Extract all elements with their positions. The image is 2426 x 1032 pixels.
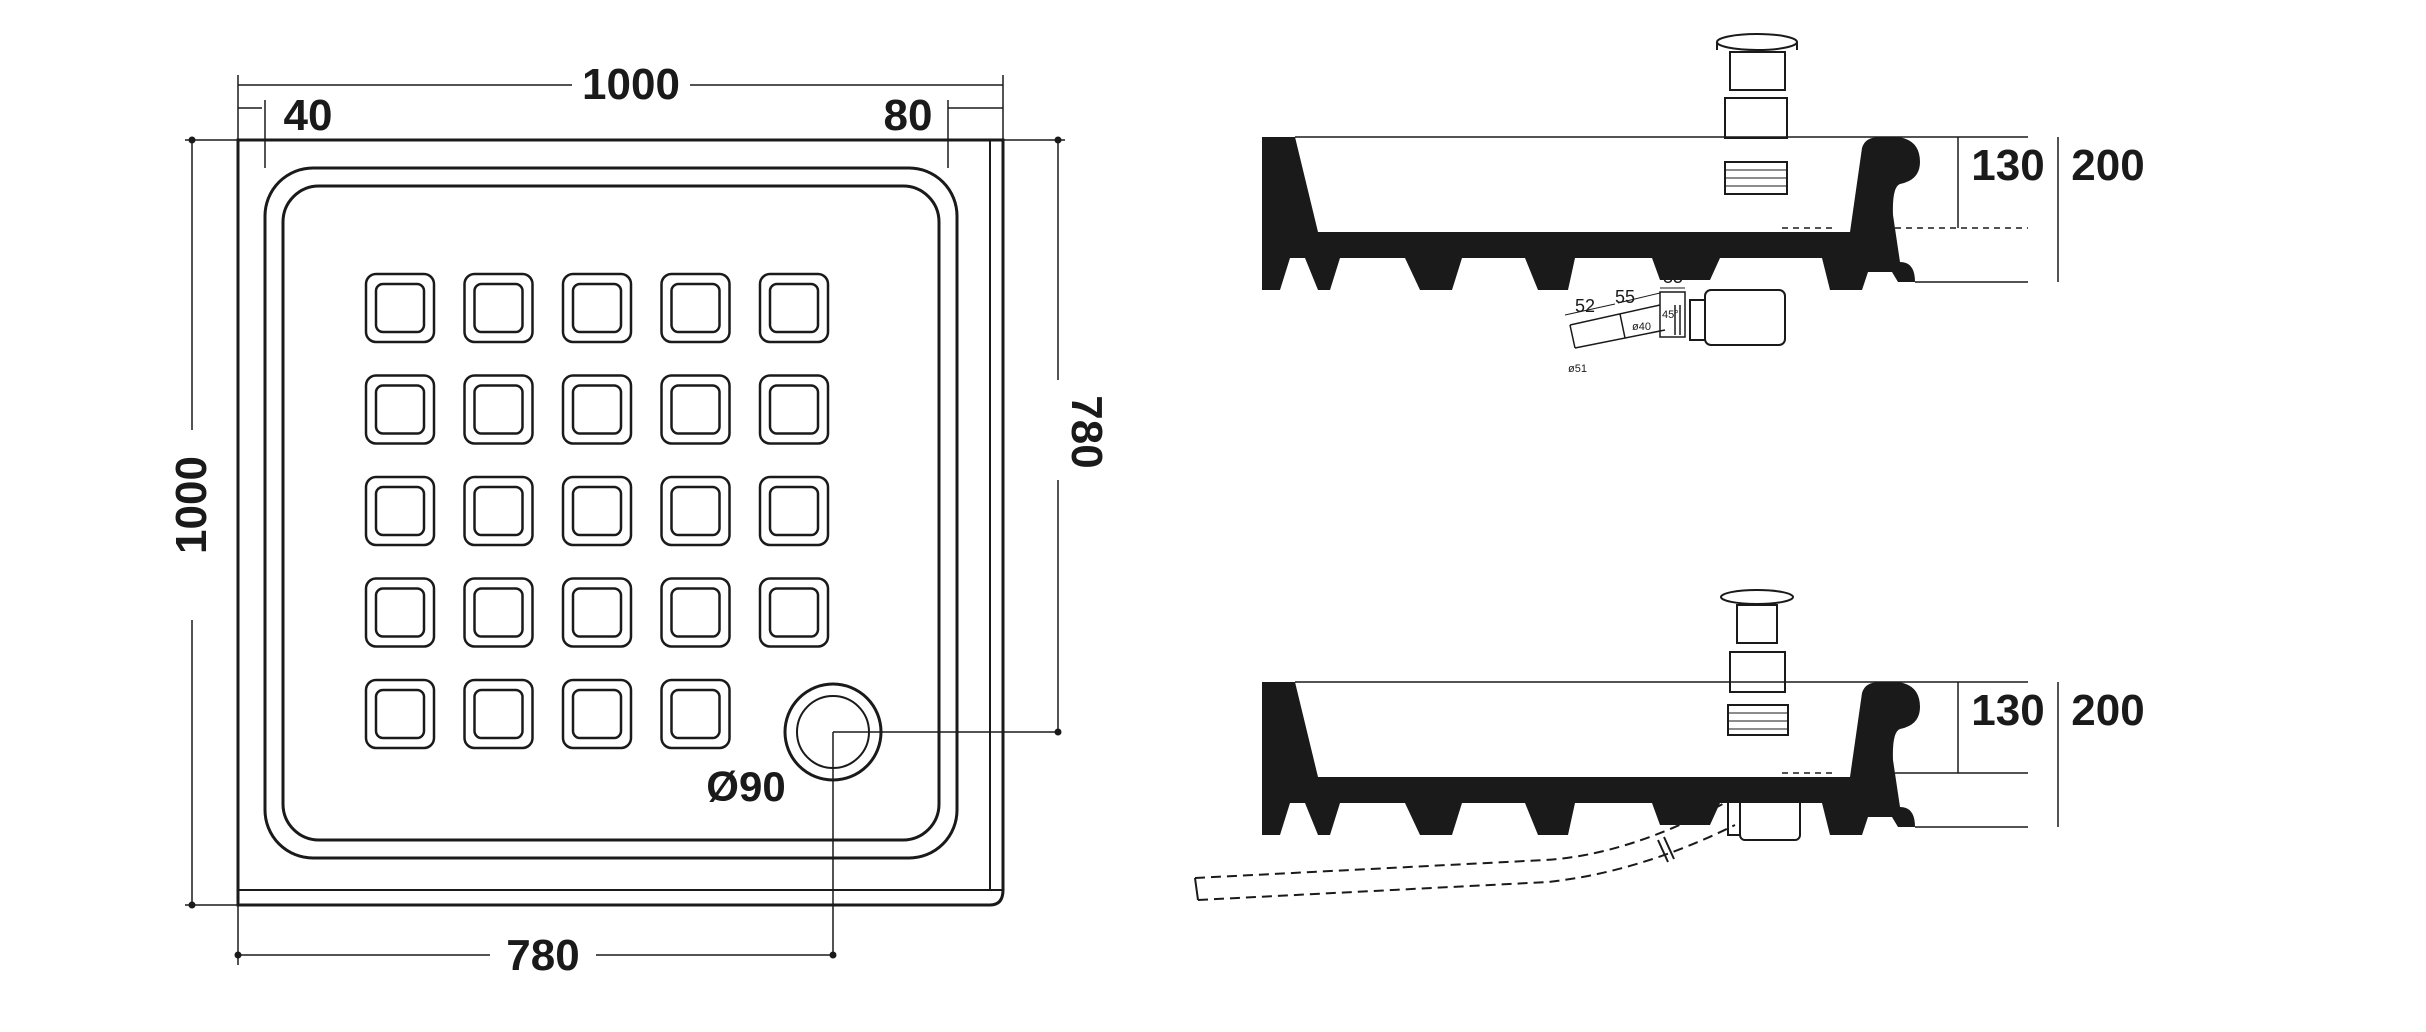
anti-slip-pad [561, 577, 633, 648]
trap-angle: 45° [1662, 309, 1679, 321]
anti-slip-pad [758, 374, 830, 445]
anti-slip-pad [660, 272, 731, 344]
anti-slip-pad-inner [374, 282, 426, 334]
height-dimension: 1000 [167, 456, 216, 554]
anti-slip-pad-grid [364, 272, 830, 750]
drain-y-dimension: 780 [1062, 395, 1111, 468]
anti-slip-pad [561, 475, 633, 547]
right-margin-dimension: 80 [884, 91, 933, 140]
bottom-section-total-height: 200 [2071, 686, 2144, 735]
anti-slip-pad-inner [571, 688, 623, 740]
anti-slip-pad-inner [768, 587, 820, 638]
anti-slip-pad [561, 374, 633, 445]
left-margin-dimension: 40 [284, 91, 333, 140]
basin-floor [281, 184, 941, 842]
width-dimension: 1000 [582, 60, 680, 109]
trap-length-35: 35 [1663, 267, 1683, 287]
anti-slip-pad-inner [473, 384, 524, 435]
anti-slip-pad-inner [670, 587, 721, 638]
anti-slip-pad-inner [473, 688, 524, 740]
drain-x-dimension: 780 [506, 931, 579, 980]
anti-slip-pad [561, 678, 633, 750]
trap-diameter-51: ø51 [1568, 363, 1587, 375]
anti-slip-pad [561, 272, 633, 344]
trap-length-55: 55 [1615, 287, 1635, 307]
anti-slip-pad-inner [571, 384, 623, 435]
anti-slip-pad [660, 678, 731, 750]
anti-slip-pad [758, 475, 830, 547]
drain-assembly-top [1674, 33, 1805, 346]
section-view-bottom: 130 200 [1194, 589, 2145, 901]
anti-slip-pad [364, 678, 436, 750]
waste-pipe [1194, 799, 1731, 879]
anti-slip-pad-inner [571, 485, 623, 537]
anti-slip-pad [758, 272, 830, 344]
anti-slip-pad-inner [374, 688, 426, 740]
anti-slip-pad-inner [374, 384, 426, 435]
drain-diameter-label: Ø90 [706, 763, 785, 810]
anti-slip-pad-inner [768, 485, 820, 537]
anti-slip-pad-inner [670, 282, 721, 334]
top-section-inner-depth: 130 [1971, 141, 2044, 190]
anti-slip-pad [463, 475, 534, 547]
tray-section-bottom [1262, 682, 1920, 835]
anti-slip-pad-inner [768, 384, 820, 435]
anti-slip-pad-inner [670, 384, 721, 435]
anti-slip-pad-inner [571, 587, 623, 638]
anti-slip-pad [660, 374, 731, 445]
anti-slip-pad [758, 577, 830, 648]
trap-diameter-40: ø40 [1632, 321, 1651, 333]
anti-slip-pad [364, 272, 436, 344]
anti-slip-pad-inner [670, 688, 721, 740]
anti-slip-pad [364, 577, 436, 648]
trap-length-52: 52 [1575, 296, 1595, 316]
drain-assembly-bottom [1720, 589, 1801, 841]
top-section-total-height: 200 [2071, 141, 2144, 190]
anti-slip-pad [660, 475, 731, 547]
anti-slip-pad-inner [374, 485, 426, 537]
anti-slip-pad [364, 475, 436, 547]
anti-slip-pad-inner [670, 485, 721, 537]
anti-slip-pad [364, 374, 436, 445]
anti-slip-pad [660, 577, 731, 648]
anti-slip-pad-inner [473, 282, 524, 334]
anti-slip-pad [463, 678, 534, 750]
anti-slip-pad [463, 272, 534, 344]
bottom-section-inner-depth: 130 [1971, 686, 2044, 735]
anti-slip-pad [463, 577, 534, 648]
anti-slip-pad-inner [768, 282, 820, 334]
tray-section-top [1262, 137, 1920, 290]
anti-slip-pad-inner [473, 485, 524, 537]
basin-rim [263, 166, 959, 860]
section-view-top: 52 55 35 ø51 ø40 45° 130 200 [1262, 33, 2145, 375]
plan-view: 1000 40 80 1000 780 780 Ø90 [167, 60, 1111, 980]
anti-slip-pad-inner [473, 587, 524, 638]
anti-slip-pad-inner [571, 282, 623, 334]
anti-slip-pad-inner [374, 587, 426, 638]
anti-slip-pad [463, 374, 534, 445]
trap-pipe-detail: 52 55 35 ø51 ø40 45° [1564, 267, 1686, 375]
